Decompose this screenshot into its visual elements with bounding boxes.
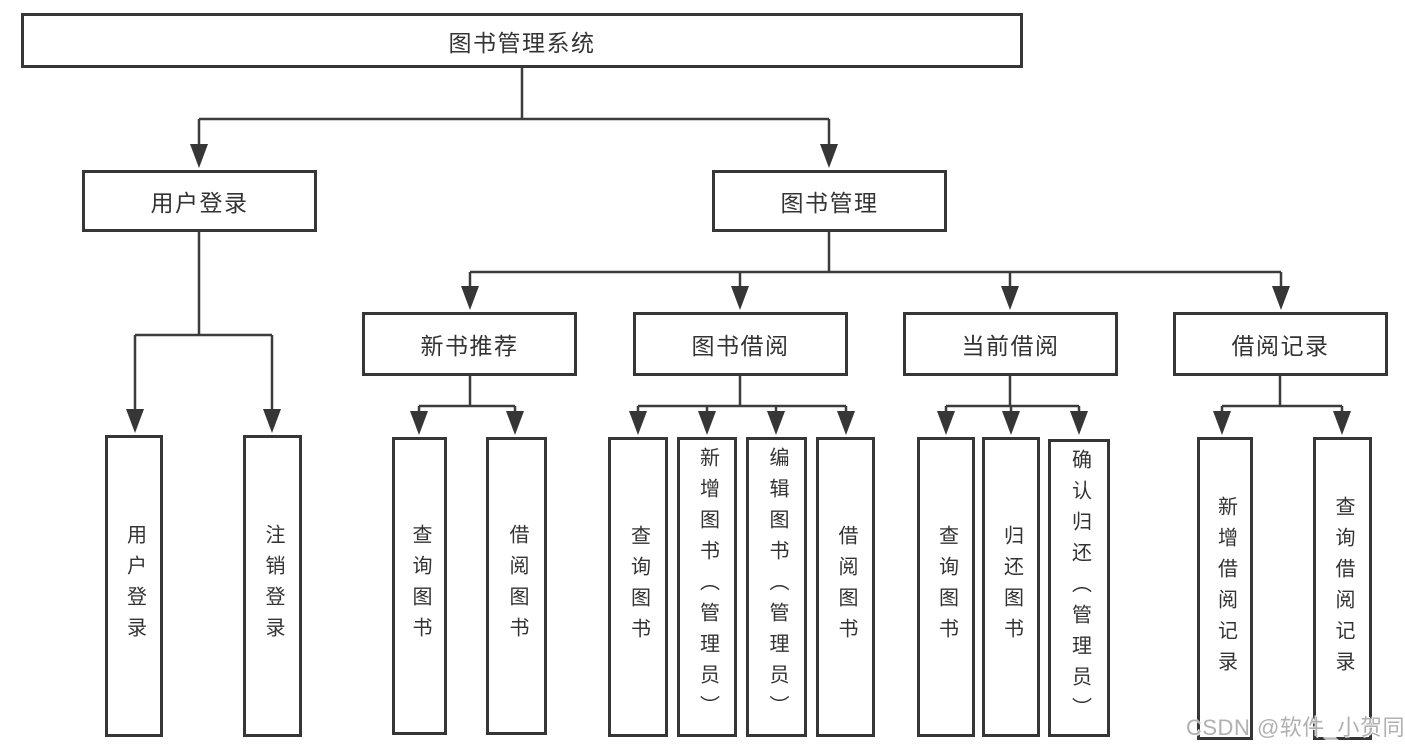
leaf-query-books-1: 查询图书 [392,437,447,735]
leaf-add-borrow-record-label: 新增借阅记录 [1214,495,1237,682]
leaf-logout: 注销登录 [243,435,302,737]
node-root-label: 图书管理系统 [448,29,596,56]
node-book-borrowing-label: 图书借阅 [691,333,790,359]
leaf-return-books-label: 归还图书 [1000,525,1023,649]
csdn-watermark: CSDN @软件_小贺同学 [1186,715,1405,740]
leaf-borrow-books-1-label: 借阅图书 [506,524,528,648]
node-root: 图书管理系统 [21,13,1023,68]
node-new-book-recommend: 新书推荐 [362,312,577,376]
leaf-query-books-2-label: 查询图书 [627,525,650,649]
leaf-user-login-label: 用户登录 [123,524,146,648]
node-new-book-recommend-label: 新书推荐 [420,333,519,359]
leaf-borrow-books-2-label: 借阅图书 [835,525,857,649]
leaf-confirm-return-admin: 确认归还（管理员） [1048,439,1110,737]
leaf-query-books-2: 查询图书 [608,437,668,737]
leaf-query-borrow-record: 查询借阅记录 [1313,437,1372,740]
node-book-management-label: 图书管理 [780,190,879,216]
node-book-borrowing: 图书借阅 [633,312,848,376]
leaf-borrow-books-1: 借阅图书 [486,437,547,735]
leaf-add-books-admin: 新增图书（管理员） [677,437,737,737]
leaf-edit-books-admin: 编辑图书（管理员） [746,437,807,737]
leaf-add-borrow-record: 新增借阅记录 [1197,437,1253,740]
leaf-borrow-books-2: 借阅图书 [816,437,875,737]
node-user-login-label: 用户登录 [150,190,249,216]
leaf-query-borrow-record-label: 查询借阅记录 [1332,495,1354,682]
leaf-query-books-3: 查询图书 [917,437,975,737]
node-borrowing-records: 借阅记录 [1173,312,1388,376]
arrowheads [126,144,1351,435]
leaf-add-books-admin-label: 新增图书（管理员） [696,447,719,726]
node-current-borrowing-label: 当前借阅 [961,333,1060,359]
node-borrowing-records-label: 借阅记录 [1231,333,1330,359]
node-user-login-module: 用户登录 [82,170,317,232]
leaf-edit-books-admin-label: 编辑图书（管理员） [766,447,788,726]
connector-paths [133,68,1344,417]
leaf-logout-label: 注销登录 [262,524,284,648]
node-book-management: 图书管理 [712,170,947,232]
leaf-query-books-1-label: 查询图书 [409,524,431,648]
leaf-confirm-return-admin-label: 确认归还（管理员） [1068,449,1091,728]
leaf-query-books-3-label: 查询图书 [935,525,958,649]
node-current-borrowing: 当前借阅 [903,312,1118,376]
leaf-user-login: 用户登录 [105,435,163,737]
leaf-return-books: 归还图书 [982,437,1040,737]
